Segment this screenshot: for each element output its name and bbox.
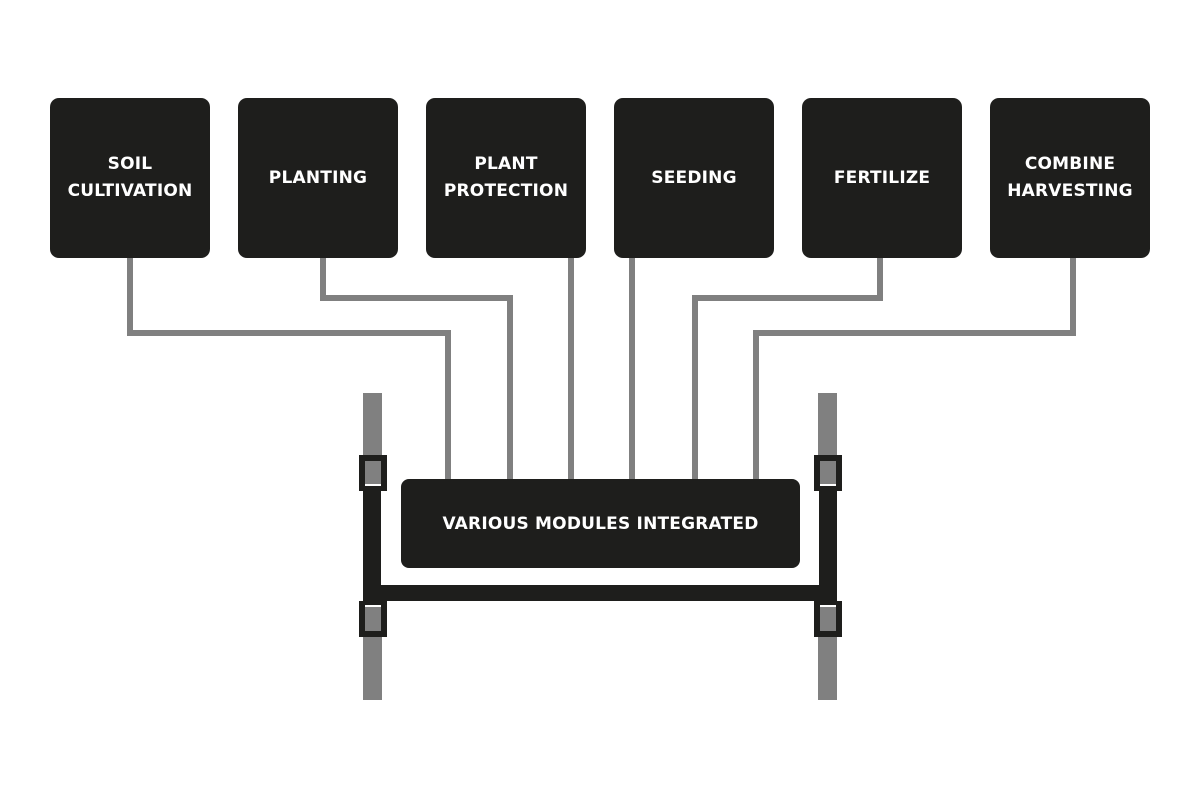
module-label: SEEDING <box>651 167 737 188</box>
clamp-front-right-gap <box>820 484 836 486</box>
clamp-rear-right-insert <box>820 607 836 631</box>
wheel-rear-left <box>363 625 382 700</box>
hub-label: VARIOUS MODULES INTEGRATED <box>442 513 759 534</box>
connector-combine-harvesting <box>753 258 1076 479</box>
clamp-front-right-insert <box>820 461 836 485</box>
module-planting: PLANTING <box>238 98 398 258</box>
clamp-rear-left-gap <box>365 605 381 607</box>
module-plant-protection: PLANT PROTECTION <box>426 98 586 258</box>
clamp-rear-left-insert <box>365 607 381 631</box>
module-combine-harvesting: COMBINE HARVESTING <box>990 98 1150 258</box>
wheels <box>363 393 837 700</box>
clamp-rear-right-gap <box>820 605 836 607</box>
module-label: FERTILIZE <box>833 167 931 188</box>
module-label: PLANT PROTECTION <box>443 154 569 201</box>
wheel-clamps <box>359 455 842 637</box>
wheel-rear-right <box>818 625 837 700</box>
clamp-front-left-gap <box>365 484 381 486</box>
module-label: PLANTING <box>268 167 368 188</box>
module-seeding: SEEDING <box>614 98 774 258</box>
module-soil-cultivation: SOIL CULTIVATION <box>50 98 210 258</box>
module-fertilize: FERTILIZE <box>802 98 962 258</box>
clamp-front-left-insert <box>365 461 381 485</box>
frame-crossbar <box>363 585 837 601</box>
chassis-frame <box>363 488 837 628</box>
connector-planting <box>320 258 513 479</box>
integration-hub: VARIOUS MODULES INTEGRATED <box>401 479 800 568</box>
module-label: COMBINE HARVESTING <box>1007 154 1133 201</box>
connector-lines <box>127 258 1076 479</box>
module-label: SOIL CULTIVATION <box>67 154 193 201</box>
connector-soil-cultivation <box>127 258 451 479</box>
connector-fertilize <box>692 258 883 479</box>
